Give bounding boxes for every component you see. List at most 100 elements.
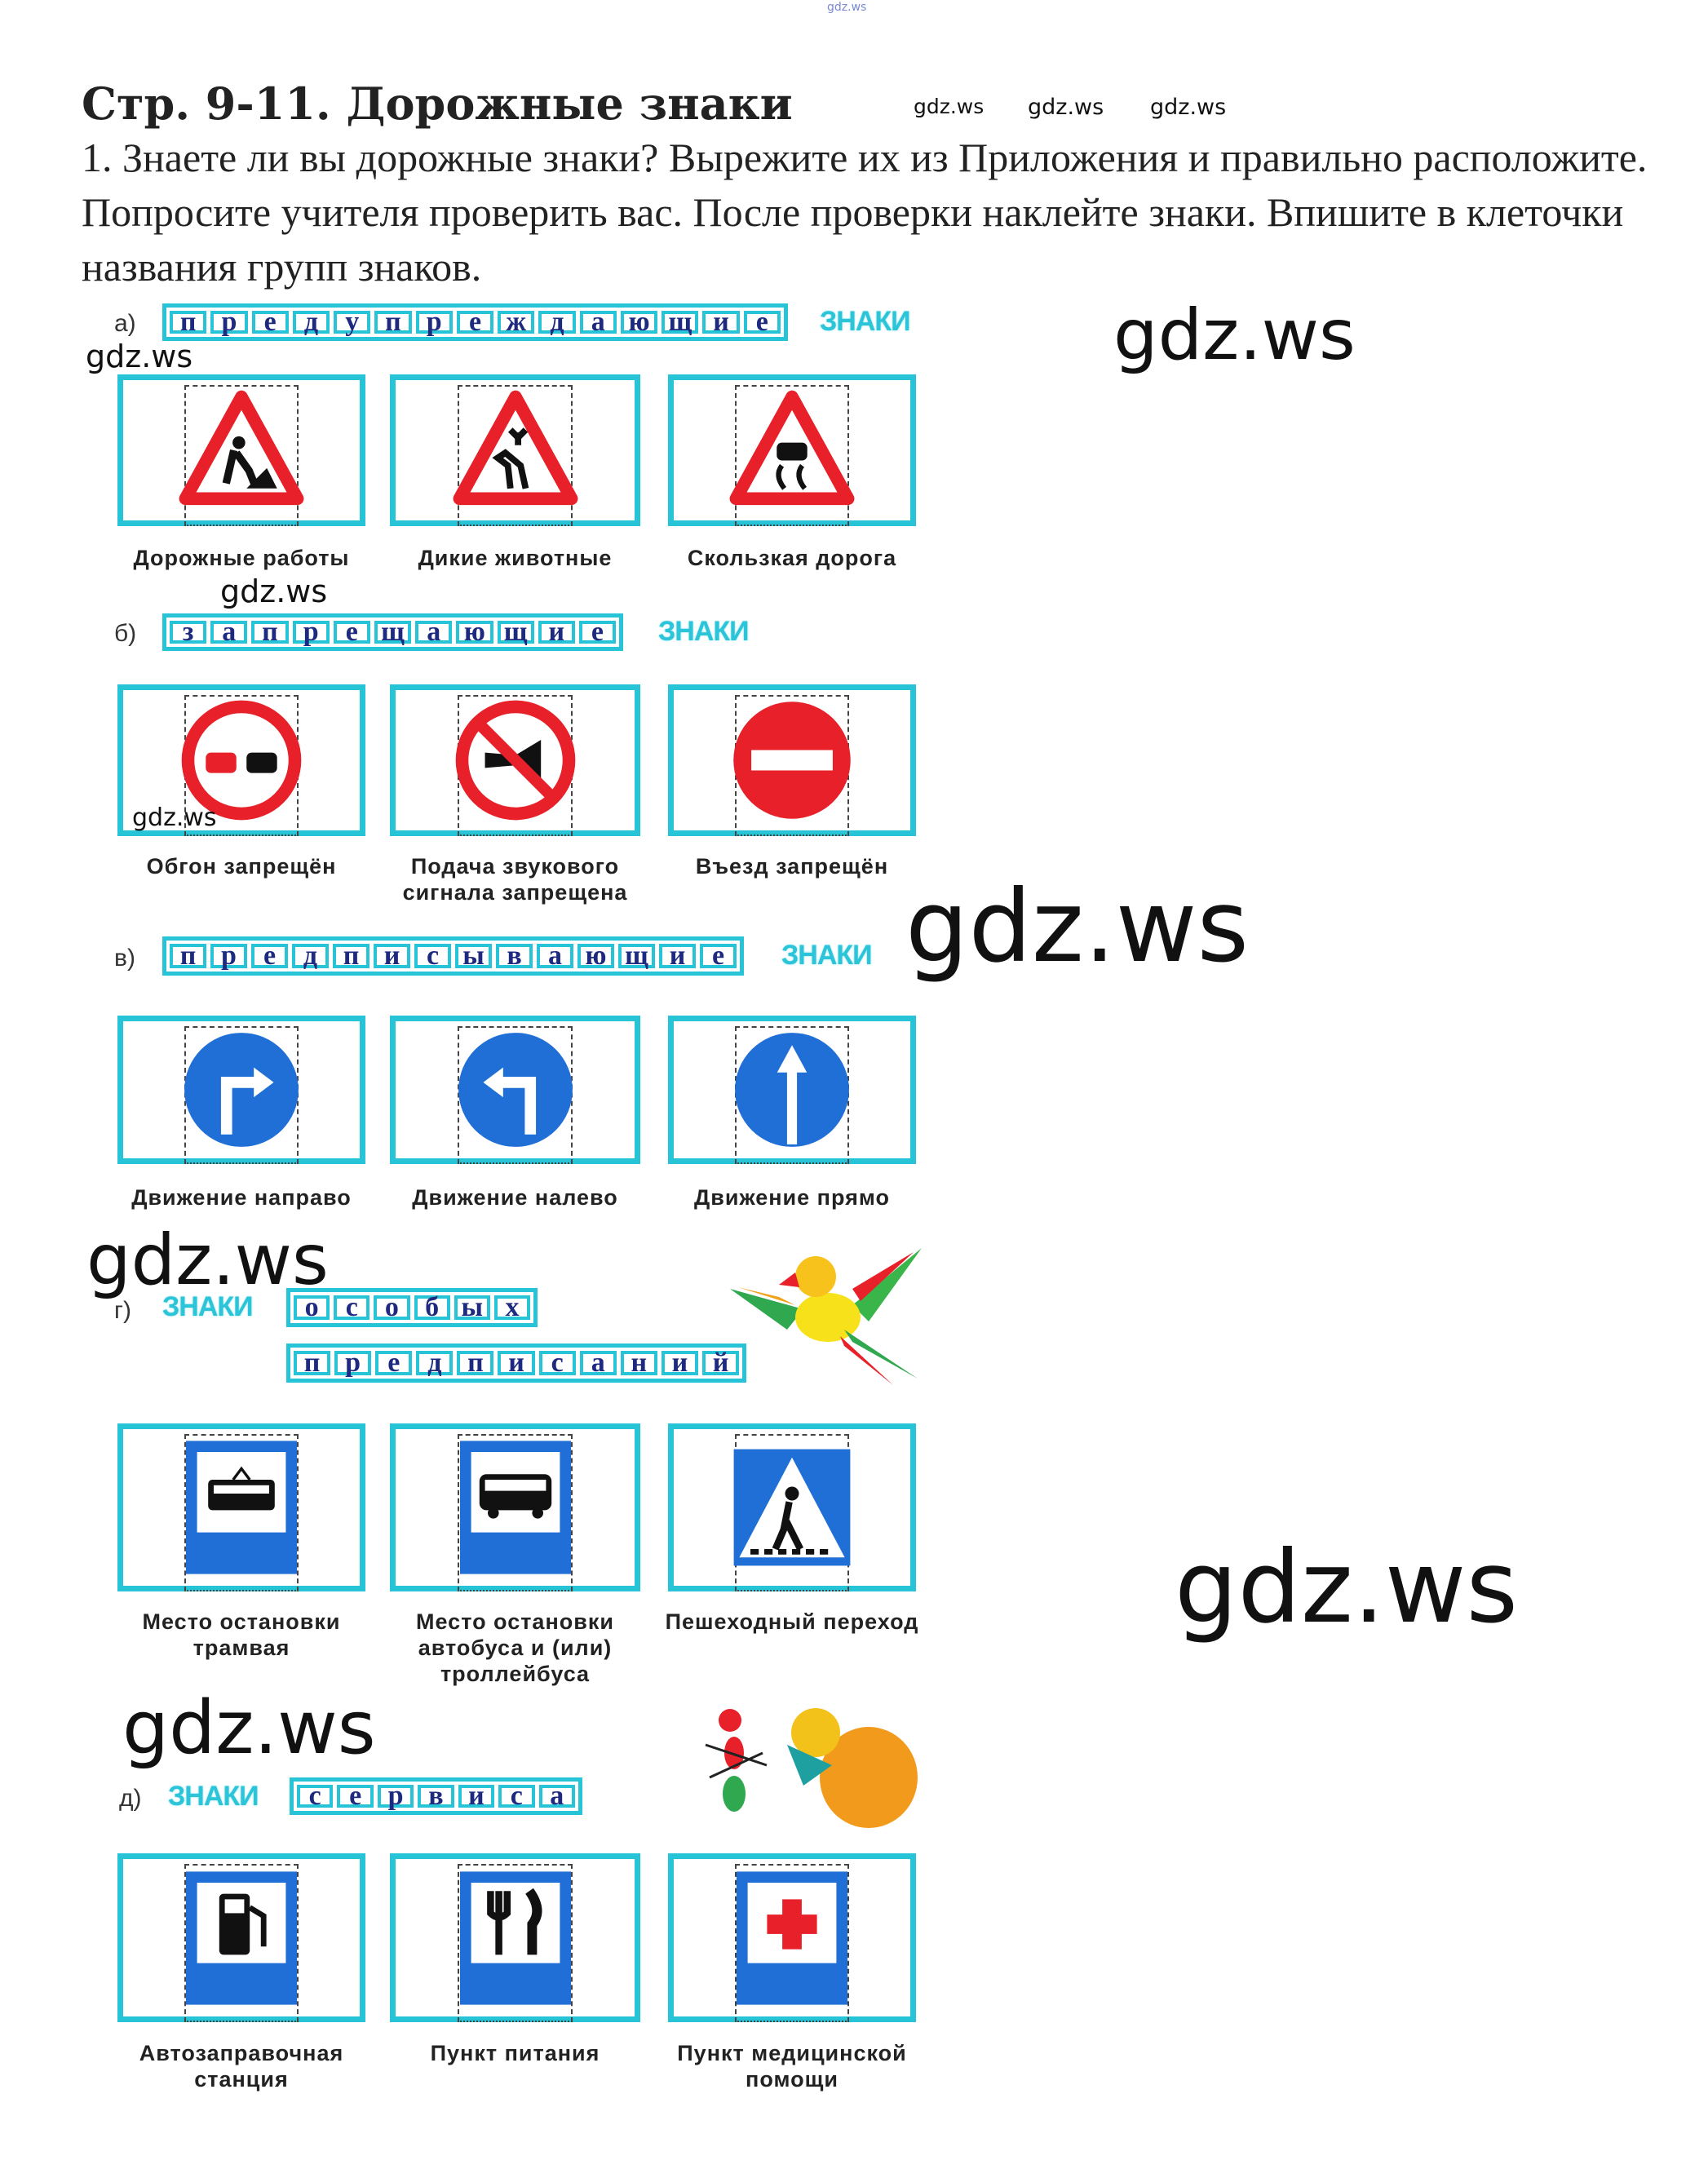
section-label: а) [114,310,136,337]
letter-cell[interactable]: и [659,941,696,971]
letter-cell[interactable]: н [620,1348,657,1378]
letter-cell[interactable]: в [418,1781,454,1811]
letter-cell[interactable]: п [251,617,289,647]
letter-cell[interactable]: е [700,941,737,971]
parrot-illustration [730,1248,922,1385]
sign-slot[interactable] [668,1423,916,1591]
letter-cell[interactable]: щ [618,941,655,971]
letter-cell[interactable]: р [210,307,248,337]
letter-cell[interactable]: щ [662,307,699,337]
no-entry-sign-icon [733,702,851,819]
letter-cell[interactable]: и [661,1348,698,1378]
sign-slot[interactable] [668,374,916,526]
sign-slot[interactable] [117,684,365,836]
sign-slot[interactable] [117,374,365,526]
fuel-station-sign-icon [186,1870,297,2005]
letter-cell[interactable]: д [538,307,576,337]
sign-slot[interactable] [668,684,916,836]
letter-cell[interactable]: с [498,1781,535,1811]
sign-slot[interactable] [390,1423,640,1591]
letter-cell[interactable]: д [292,307,330,337]
letter-cell[interactable]: и [538,617,575,647]
food-sign-icon [459,1870,571,2005]
sign-slot[interactable] [390,1016,640,1164]
letter-cell[interactable]: о [374,1292,410,1322]
letter-cell[interactable]: е [333,617,370,647]
letter-cell[interactable]: е [375,1348,413,1378]
sign-slot[interactable] [117,1016,365,1164]
letter-cell[interactable]: д [416,1348,454,1378]
letter-cell[interactable]: и [702,307,740,337]
letter-cell[interactable]: ю [620,307,658,337]
bus-stop-sign-icon [459,1441,571,1574]
letter-cell[interactable]: ж [498,307,535,337]
road-works-sign-icon [179,390,304,506]
letter-cell[interactable]: ю [577,941,614,971]
letter-cell[interactable]: п [374,307,412,337]
sign-slot[interactable] [117,1423,365,1591]
letter-cell[interactable]: р [415,307,453,337]
znaki-label: ЗНАКИ [781,940,873,971]
letter-cell[interactable]: с [538,1348,576,1378]
letter-cell[interactable]: с [297,1781,334,1811]
letter-cell[interactable]: и [458,1781,495,1811]
letter-cell[interactable]: а [415,617,453,647]
letter-cell[interactable]: п [294,1348,331,1378]
letter-cell[interactable]: е [456,307,494,337]
letter-cell[interactable]: п [170,307,207,337]
letter-cell[interactable]: и [374,941,410,971]
letter-cell[interactable]: р [334,1348,372,1378]
letter-cell[interactable]: а [538,1781,575,1811]
letter-cell[interactable]: с [414,941,451,971]
letter-cell[interactable]: щ [374,617,412,647]
letter-cell[interactable]: х [493,1292,531,1322]
letter-cell[interactable]: р [210,941,247,971]
letter-cell[interactable]: а [579,307,617,337]
letter-cell[interactable]: з [170,617,207,647]
letter-cell[interactable]: в [496,941,533,971]
letter-cell[interactable]: у [334,307,371,337]
letter-cell[interactable]: щ [497,617,534,647]
letter-cell[interactable]: д [292,941,329,971]
tram-stop-sign-icon [186,1441,297,1574]
letter-cell[interactable]: е [251,307,289,337]
letter-cell[interactable]: о [294,1292,330,1322]
letter-cell[interactable]: й [701,1348,740,1378]
letter-cell[interactable]: е [743,307,781,337]
section-label: б) [114,620,137,647]
letter-cell[interactable]: ы [454,1292,490,1322]
letter-cell[interactable]: р [292,617,330,647]
no-overtaking-sign-icon [181,700,302,821]
letter-cell[interactable]: е [251,941,288,971]
watermark: gdz.ws [905,869,1250,985]
letter-cell[interactable]: р [377,1781,414,1811]
sign-slot[interactable] [668,1853,916,2022]
letter-cell[interactable]: и [498,1348,535,1378]
letter-cell[interactable]: а [579,1348,617,1378]
sign-slot[interactable] [390,684,640,836]
watermark: gdz.ws [1175,1529,1519,1645]
letter-cell[interactable]: е [578,617,617,647]
section-label: в) [114,945,135,972]
letter-cell[interactable]: а [537,941,573,971]
sign-slot[interactable] [668,1016,916,1164]
sign-slot[interactable] [117,1853,365,2022]
sign-slot[interactable] [390,374,640,526]
letter-cell[interactable]: п [333,941,369,971]
letter-cell[interactable]: б [414,1292,450,1322]
letter-cell[interactable]: а [210,617,248,647]
letter-cell[interactable]: с [334,1292,370,1322]
letter-cell[interactable]: ы [455,941,492,971]
wild-animals-sign-icon [453,390,577,506]
letter-cell[interactable]: п [170,941,206,971]
letter-cell[interactable]: е [337,1781,374,1811]
turn-left-sign-icon [458,1033,573,1147]
znaki-label: ЗНАКИ [162,1291,254,1322]
letter-cell[interactable]: ю [456,617,493,647]
first-aid-sign-icon [737,1870,847,2005]
letter-cell[interactable]: п [457,1348,494,1378]
sign-slot[interactable] [390,1853,640,2022]
